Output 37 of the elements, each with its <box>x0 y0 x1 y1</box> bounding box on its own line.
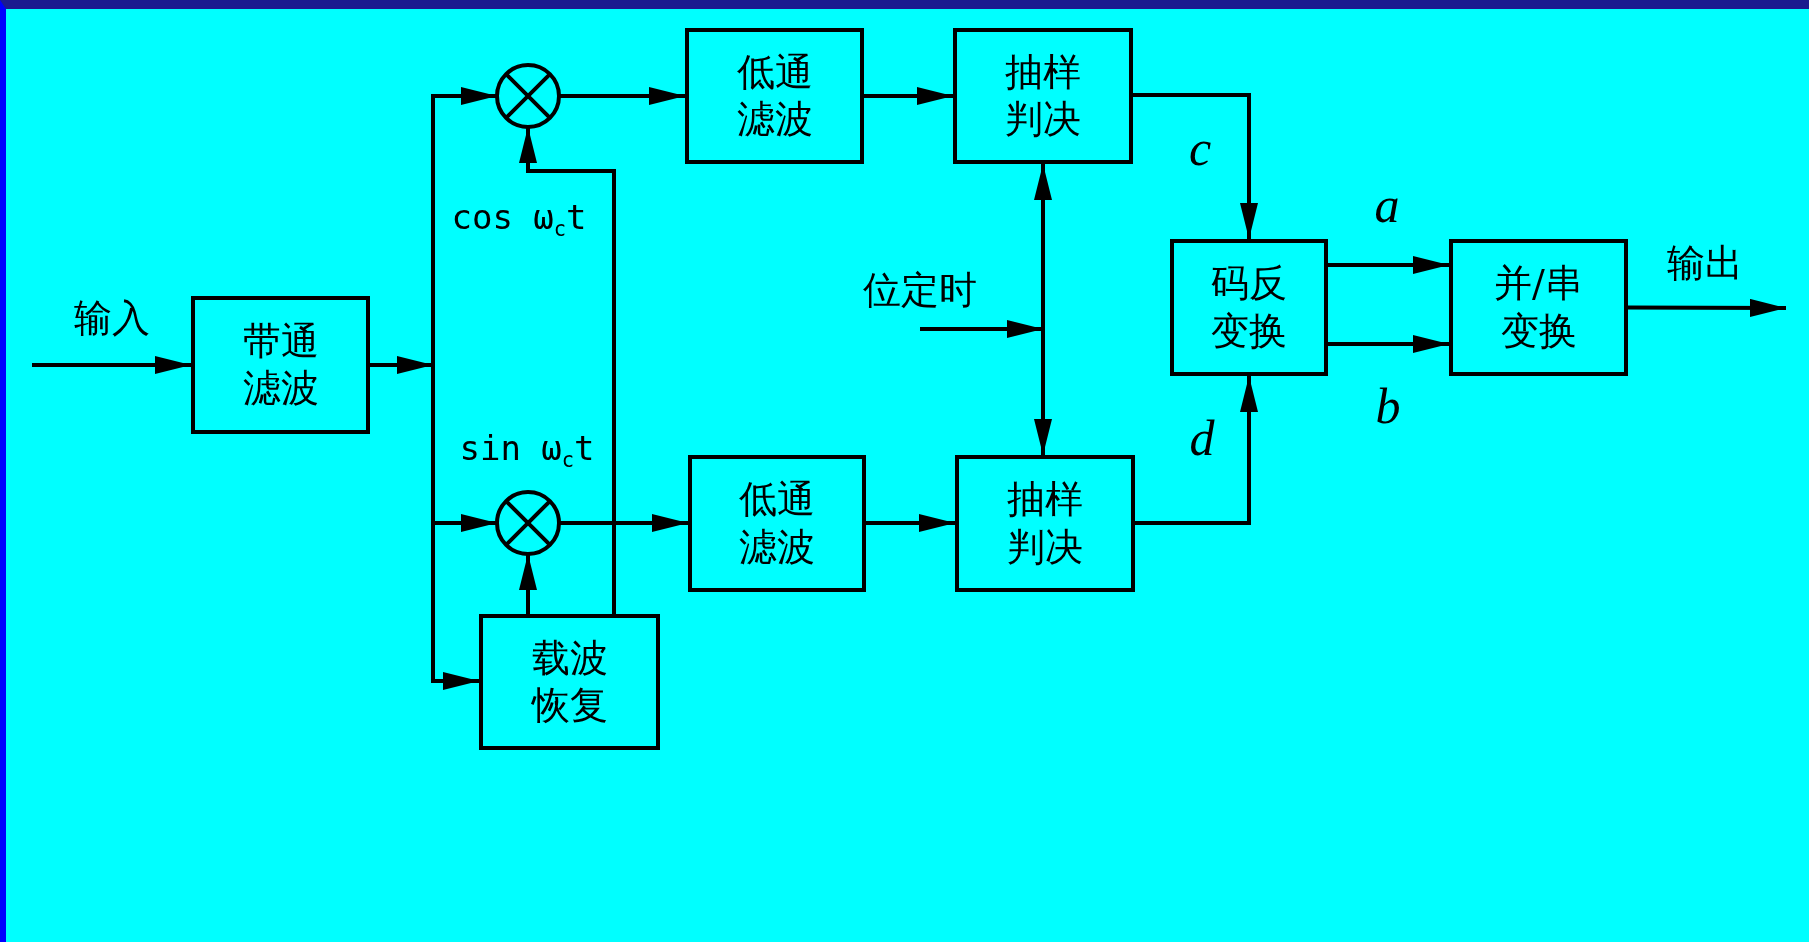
arrow <box>1328 335 1449 353</box>
process-box: 抽样判决 <box>955 455 1135 592</box>
arrow <box>559 87 685 105</box>
process-box: 载波恢复 <box>479 614 660 750</box>
arrow <box>431 87 497 365</box>
process-box: 抽样判决 <box>953 28 1133 164</box>
arrow <box>559 514 688 532</box>
arrow <box>32 356 191 374</box>
arrow <box>431 365 479 690</box>
process-box: 带通滤波 <box>191 296 370 434</box>
process-box: 低通滤波 <box>688 455 866 592</box>
signal-label: sin ω$_{c}$t <box>459 427 595 473</box>
multiplier-symbol <box>495 490 561 556</box>
arrow <box>1328 256 1449 274</box>
signal-label: 输出 <box>1667 239 1743 287</box>
edge-label: a <box>1374 180 1400 230</box>
edge-label: d <box>1189 413 1215 463</box>
arrow <box>1034 329 1052 455</box>
process-box: 码反变换 <box>1170 239 1328 376</box>
arrow <box>1135 376 1258 525</box>
edge-label: b <box>1375 381 1401 431</box>
process-box: 低通滤波 <box>685 28 864 164</box>
arrow <box>1034 164 1052 329</box>
arrow <box>864 87 953 105</box>
multiplier-symbol <box>495 63 561 129</box>
arrow <box>1133 93 1258 239</box>
arrow <box>519 127 616 614</box>
arrow <box>370 356 433 374</box>
signal-label: 输入 <box>74 294 150 342</box>
process-box: 并/串变换 <box>1449 239 1628 376</box>
arrow <box>519 554 537 614</box>
arrow <box>866 514 955 532</box>
edge-label: c <box>1188 123 1212 173</box>
arrow <box>920 320 1043 338</box>
arrow <box>1628 298 1786 317</box>
signal-label: 位定时 <box>863 268 977 314</box>
signal-label: cos ω$_{c}$t <box>451 196 587 242</box>
